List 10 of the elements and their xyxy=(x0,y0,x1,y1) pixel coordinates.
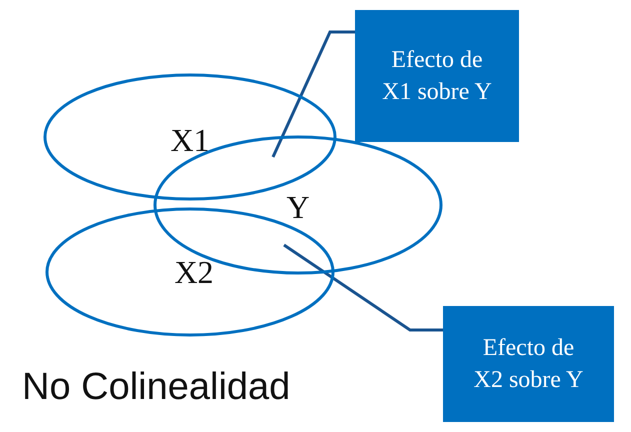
set-ellipse xyxy=(45,75,335,199)
callout-box xyxy=(443,306,614,422)
set-label: Y xyxy=(286,191,310,223)
callout-text: Efecto de X1 sobre Y xyxy=(381,46,493,107)
callout-box xyxy=(355,10,519,142)
set-label: X2 xyxy=(174,256,214,288)
set-label: X1 xyxy=(170,124,210,156)
caption: No Colinealidad xyxy=(22,366,290,409)
leader-line xyxy=(272,30,355,158)
callout-text: Efecto de X2 sobre Y xyxy=(472,334,584,395)
